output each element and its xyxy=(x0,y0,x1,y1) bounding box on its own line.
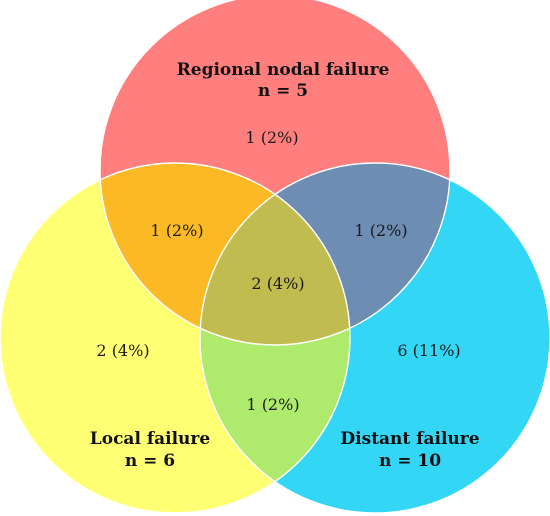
distant-outline xyxy=(199,162,550,514)
regional-only-label: 1 (2%) xyxy=(245,128,298,147)
regional-outline xyxy=(99,0,451,346)
local-title: Local failure xyxy=(90,429,211,449)
local-outline xyxy=(0,162,351,514)
regional-count: n = 5 xyxy=(258,81,308,101)
local-only-label: 2 (4%) xyxy=(96,341,149,360)
regional-local-label: 1 (2%) xyxy=(150,221,203,240)
distant-only-label: 6 (11%) xyxy=(397,341,460,360)
regional-title: Regional nodal failure xyxy=(177,60,390,80)
distant-title: Distant failure xyxy=(340,429,479,449)
distant-count: n = 10 xyxy=(379,451,441,471)
triple-overlap xyxy=(200,163,350,345)
regional-distant-label: 1 (2%) xyxy=(354,221,407,240)
all-three-label: 2 (4%) xyxy=(251,274,304,293)
local-distant-label: 1 (2%) xyxy=(246,395,299,414)
local-count: n = 6 xyxy=(125,451,175,471)
